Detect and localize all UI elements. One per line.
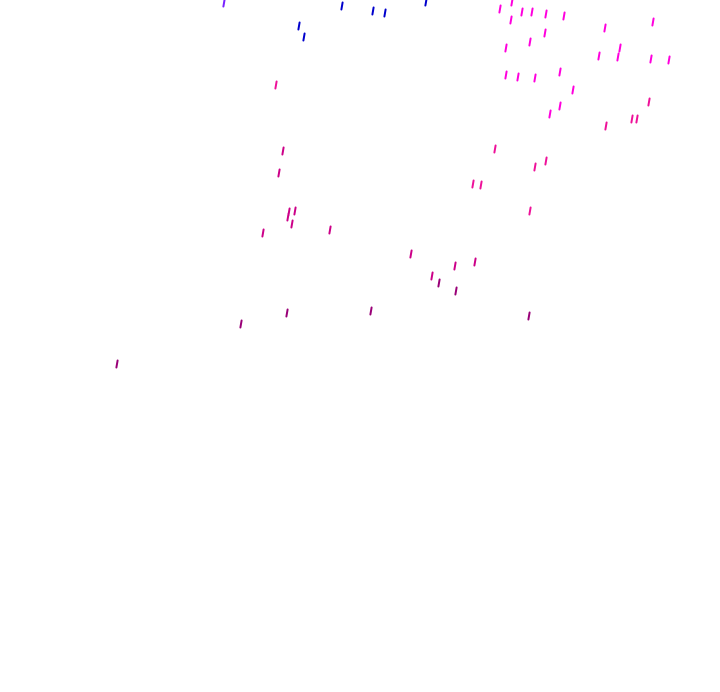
tick-mark — [222, 0, 226, 8]
tick-mark — [548, 109, 552, 119]
tick-mark — [424, 0, 428, 7]
tick-mark — [281, 146, 285, 156]
tick-mark — [520, 7, 524, 17]
tick-mark — [528, 37, 532, 47]
tick-mark — [471, 179, 475, 189]
tick-mark — [544, 9, 548, 19]
tick-mark — [437, 278, 441, 288]
tick-mark — [115, 359, 119, 369]
tick-mark — [302, 32, 306, 42]
tick-mark — [277, 168, 281, 178]
tick-mark — [369, 306, 373, 316]
tick-mark — [527, 311, 531, 321]
tick-mark — [239, 319, 243, 329]
tick-mark — [558, 67, 562, 77]
tick-mark — [630, 114, 634, 124]
tick-mark — [493, 144, 497, 154]
tick-mark — [616, 52, 620, 62]
tick-mark — [562, 11, 566, 21]
tick-mark — [528, 206, 532, 216]
tick-mark — [603, 23, 607, 33]
tick-mark — [454, 286, 458, 296]
tick-mark — [667, 55, 671, 65]
tick-mark — [430, 271, 434, 281]
tick-mark — [597, 51, 601, 61]
tick-mark — [383, 8, 387, 18]
tick-mark — [571, 85, 575, 95]
tick-mark — [290, 219, 294, 229]
tick-mark — [635, 114, 639, 124]
tick-mark — [649, 54, 653, 64]
tick-mark — [604, 121, 608, 131]
tick-mark — [371, 6, 375, 16]
tick-mark — [498, 4, 502, 14]
tick-mark — [453, 261, 457, 271]
tick-mark — [510, 0, 514, 7]
tick-mark — [261, 228, 265, 238]
tick-mark — [618, 43, 622, 53]
tick-mark — [533, 73, 537, 83]
tick-mark — [533, 162, 537, 172]
tick-mark — [647, 97, 651, 107]
tick-mark — [274, 80, 278, 90]
tick-mark — [473, 257, 477, 267]
tick-mark — [504, 43, 508, 53]
tick-mark — [286, 212, 290, 222]
tick-mark — [509, 15, 513, 25]
tick-mark-layer — [115, 0, 671, 369]
tick-mark — [479, 180, 483, 190]
tick-mark — [293, 206, 297, 216]
tick-mark — [409, 249, 413, 259]
tick-mark — [297, 21, 301, 31]
tick-mark — [543, 28, 547, 38]
tick-mark — [328, 225, 332, 235]
tick-mark — [544, 156, 548, 166]
tick-mark — [558, 101, 562, 111]
tick-mark — [530, 7, 534, 17]
tick-mark — [651, 17, 655, 27]
tick-mark — [516, 72, 520, 82]
tick-mark — [504, 70, 508, 80]
tick-mark — [285, 308, 289, 318]
tick-mark — [340, 1, 344, 11]
